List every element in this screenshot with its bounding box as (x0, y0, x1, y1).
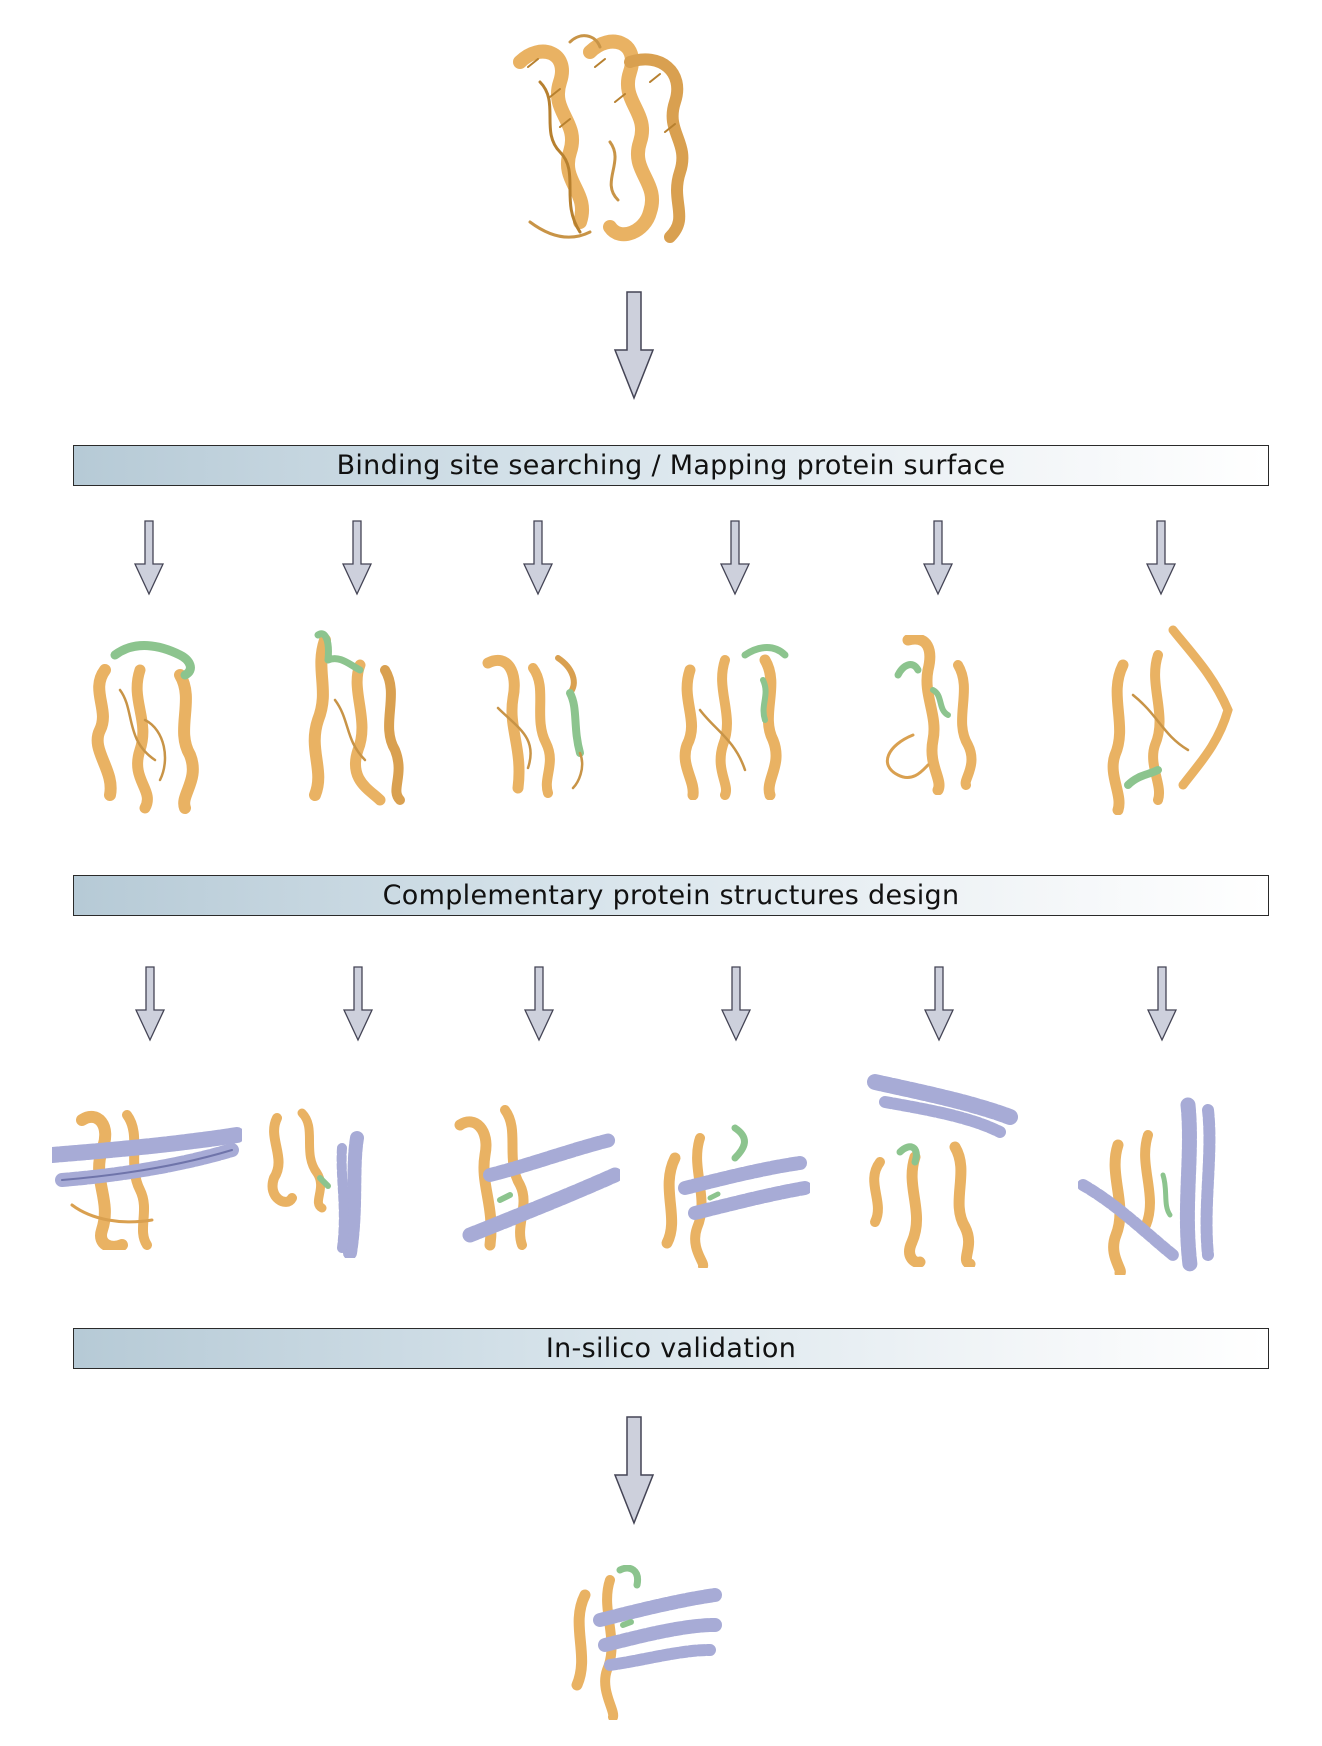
down-arrow-icon (523, 966, 555, 1042)
down-arrow-icon (1145, 520, 1177, 596)
protein-binding-site-3-icon (482, 655, 584, 798)
stage-label: Binding site searching / Mapping protein… (336, 450, 1006, 481)
down-arrow-icon (719, 520, 751, 596)
protein-complex-2-icon (267, 1108, 364, 1258)
down-arrow-icon (1146, 966, 1178, 1042)
protein-binding-site-1-icon (91, 641, 199, 814)
final-protein-complex-icon (571, 1565, 722, 1720)
down-arrow-icon (613, 291, 655, 401)
down-arrow-icon (522, 520, 554, 596)
stage-complementary-design: Complementary protein structures design (73, 875, 1269, 916)
down-arrow-icon (342, 966, 374, 1042)
down-arrow-icon (720, 966, 752, 1042)
down-arrow-icon (133, 520, 165, 596)
down-arrow-icon (134, 966, 166, 1042)
target-protein-structure-icon (513, 34, 689, 243)
protein-binding-site-6-icon (1107, 625, 1233, 815)
stage-binding-site-searching: Binding site searching / Mapping protein… (73, 445, 1269, 486)
protein-complex-3-icon (454, 1105, 620, 1251)
protein-complex-4-icon (661, 1124, 810, 1268)
down-arrow-icon (341, 520, 373, 596)
stage-in-silico-validation: In-silico validation (73, 1328, 1269, 1369)
down-arrow-icon (613, 1416, 655, 1526)
stage-label: Complementary protein structures design (382, 880, 960, 911)
protein-complex-6-icon (1078, 1097, 1216, 1275)
stage-label: In-silico validation (545, 1333, 797, 1364)
protein-complex-5-icon (867, 1074, 1018, 1267)
protein-binding-site-2-icon (308, 630, 405, 806)
down-arrow-icon (922, 520, 954, 596)
protein-binding-site-5-icon (885, 635, 977, 795)
protein-binding-site-4-icon (679, 644, 789, 800)
protein-complex-1-icon (52, 1110, 242, 1250)
down-arrow-icon (923, 966, 955, 1042)
